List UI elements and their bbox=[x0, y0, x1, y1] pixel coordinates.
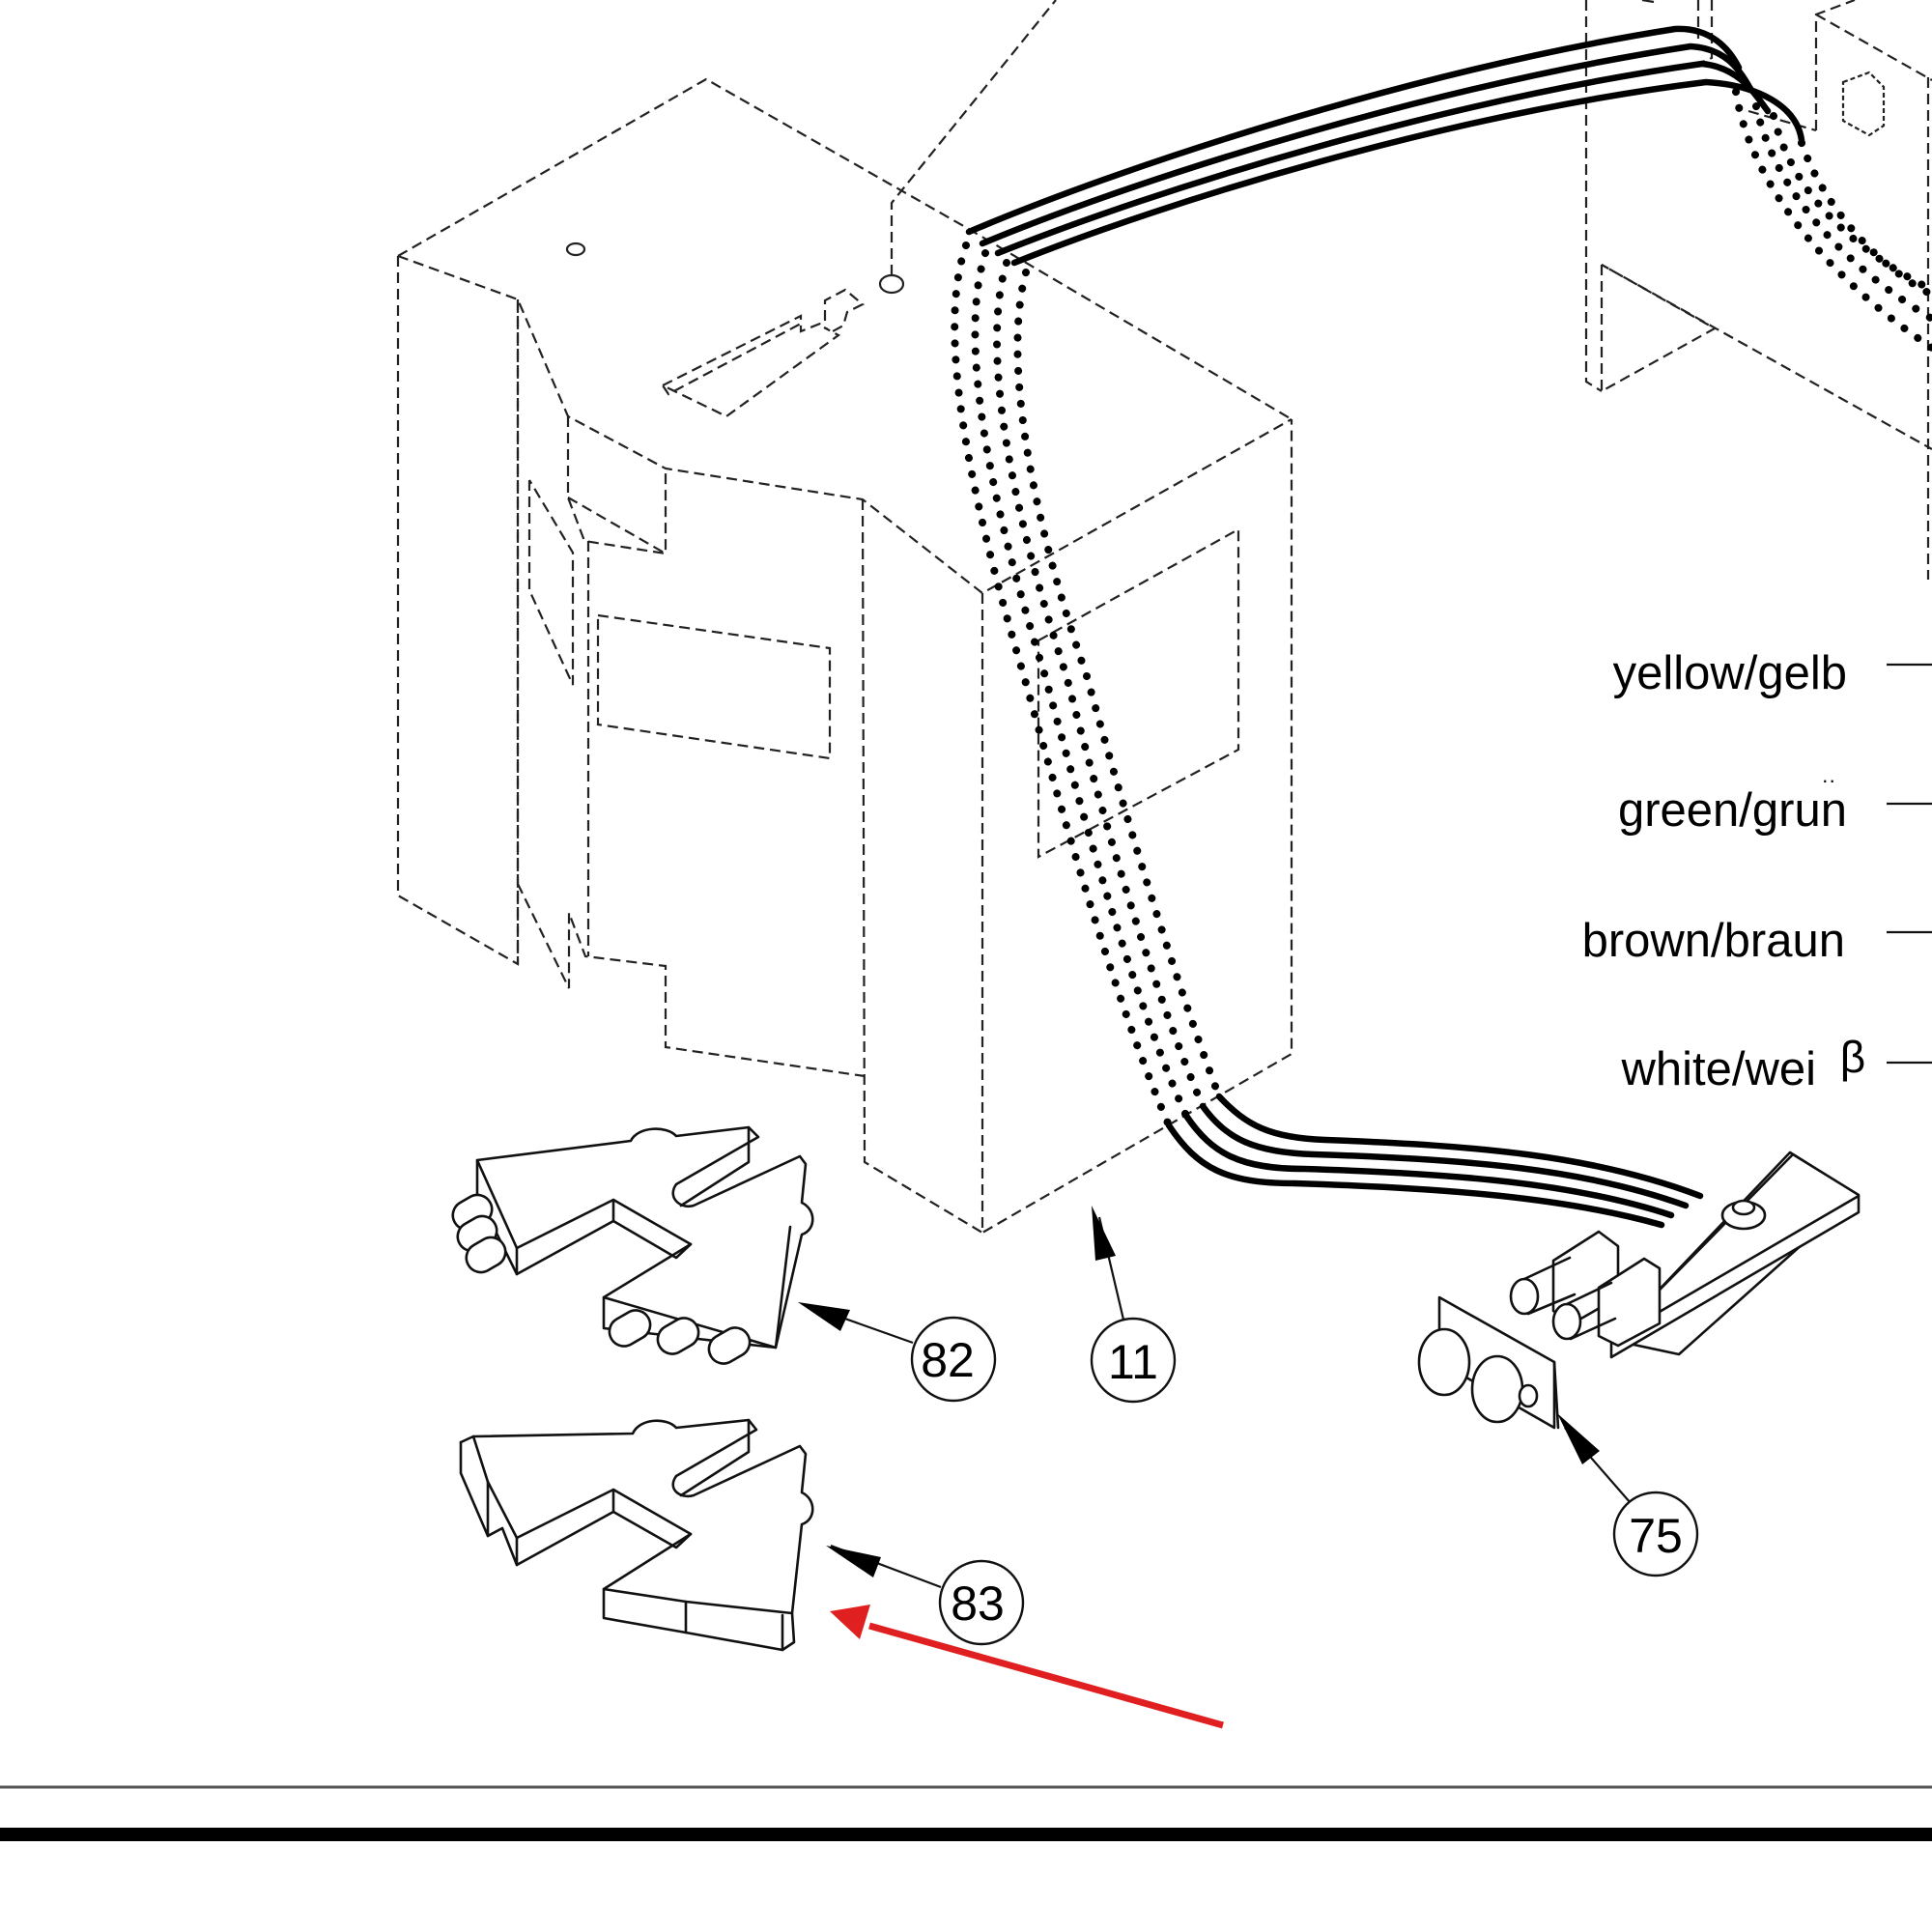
callout-82[interactable]: 82 bbox=[798, 1302, 997, 1403]
sensor-lens-1 bbox=[1509, 1277, 1540, 1316]
callout-83-circle bbox=[938, 1559, 1025, 1646]
highlight-arrow bbox=[830, 1605, 1224, 1729]
housing-window-right bbox=[1037, 527, 1240, 859]
wire-label-green: green/grun bbox=[1618, 784, 1847, 837]
panel-connector bbox=[1841, 71, 1886, 137]
housing-leader-dashed bbox=[890, 0, 1057, 275]
panel-triangle bbox=[1600, 264, 1932, 450]
part83-edge-5 bbox=[611, 1510, 693, 1549]
housing-step-line bbox=[567, 497, 667, 554]
housing-outline bbox=[396, 0, 1293, 1235]
callout-83-arrowhead bbox=[826, 1546, 881, 1577]
sensor-lens-1-bottom bbox=[1526, 1293, 1577, 1316]
cable-bundle bbox=[951, 25, 1932, 1229]
part83-edge-2 bbox=[459, 1435, 475, 1444]
housing-left-panel bbox=[396, 256, 520, 966]
wire-top-2 bbox=[979, 43, 1754, 247]
wire-hidden-right-1 bbox=[1732, 88, 1932, 352]
callout-83-number: 83 bbox=[951, 1577, 1005, 1631]
part82-edge-4 bbox=[679, 1125, 751, 1208]
part83-edge-7 bbox=[602, 1587, 688, 1634]
wire-top-4 bbox=[1010, 78, 1805, 267]
housing-window-left bbox=[596, 613, 832, 760]
sensor-nut-inner bbox=[1731, 1199, 1756, 1216]
housing-left-slot bbox=[527, 479, 575, 686]
part83-edge-1 bbox=[459, 1440, 490, 1538]
wire-hidden-3 bbox=[993, 259, 1207, 1110]
callout-75-number: 75 bbox=[1629, 1509, 1683, 1563]
wire-hidden-right-2 bbox=[1752, 102, 1932, 323]
callout-11-number: 11 bbox=[1108, 1335, 1158, 1389]
callout-82-arrowhead bbox=[798, 1302, 850, 1331]
part82-roller-3 bbox=[465, 1236, 507, 1274]
callout-75-arrowhead bbox=[1557, 1413, 1600, 1464]
eszett-glyph: β bbox=[1840, 1032, 1865, 1082]
wire-hidden-4 bbox=[1013, 269, 1223, 1100]
callout-82-circle bbox=[910, 1316, 997, 1403]
callout-82-number: 82 bbox=[921, 1333, 975, 1387]
housing-top-hole-small bbox=[565, 242, 586, 257]
highlight-arrow-head bbox=[830, 1605, 870, 1639]
sensor-reflector-lens-2 bbox=[1470, 1354, 1524, 1424]
housing-notch-lower bbox=[517, 883, 866, 1078]
wire-bottom-3 bbox=[1199, 1102, 1690, 1209]
wire-hidden-right-4 bbox=[1798, 139, 1932, 298]
wire-top-3 bbox=[994, 60, 1772, 257]
panel-right-box-bottom bbox=[1747, 109, 1817, 132]
part83-edge-3 bbox=[486, 1526, 519, 1567]
part83-edge-8 bbox=[684, 1611, 796, 1652]
callout-11-arrowhead bbox=[1092, 1206, 1116, 1261]
wire-bottom-2 bbox=[1182, 1112, 1675, 1219]
housing-top-slot bbox=[659, 288, 865, 418]
highlight-arrow-shaft bbox=[868, 1622, 1224, 1729]
housing-top-edge bbox=[397, 77, 1293, 420]
panel-right-box bbox=[1814, 0, 1856, 130]
panel-left-edge bbox=[1584, 0, 1603, 392]
part83-edge-6 bbox=[679, 1418, 751, 1497]
housing-front-edge-left bbox=[861, 498, 983, 1234]
sensor-emitter-block-2 bbox=[1597, 1257, 1662, 1348]
guide-part-82 bbox=[451, 1125, 814, 1365]
part82-roller-5 bbox=[656, 1317, 700, 1355]
panel-label-tick bbox=[1641, 0, 1655, 4]
housing-top-hole bbox=[878, 273, 905, 295]
umlaut-dots: ·· bbox=[1822, 768, 1836, 792]
part82-roller-6 bbox=[707, 1326, 752, 1365]
sensor-reflector-edge bbox=[1552, 1360, 1560, 1430]
mounting-panel-outline bbox=[1584, 0, 1932, 580]
sensor-lens-2 bbox=[1551, 1302, 1582, 1341]
callout-11-circle bbox=[1090, 1317, 1177, 1404]
sensor-reflector-led bbox=[1518, 1383, 1539, 1408]
wire-label-yellow: yellow/gelb bbox=[1613, 647, 1847, 699]
part82-edge-3 bbox=[611, 1219, 693, 1260]
wire-color-legend: yellow/gelb green/grun ·· brown/braun wh… bbox=[1582, 647, 1932, 1095]
housing-top-left-notch bbox=[397, 254, 1293, 595]
callout-75-circle bbox=[1612, 1491, 1699, 1577]
part83-body bbox=[471, 1418, 814, 1615]
sensor-reflector-lens-1 bbox=[1417, 1327, 1471, 1397]
wire-label-brown: brown/braun bbox=[1582, 915, 1845, 967]
housing-step-upper bbox=[566, 416, 668, 555]
housing-front-edge-center bbox=[980, 419, 1293, 1235]
callout-75[interactable]: 75 bbox=[1557, 1413, 1699, 1577]
sensor-lens-2-bottom bbox=[1569, 1317, 1617, 1341]
wire-hidden-right-3 bbox=[1770, 112, 1932, 294]
part82-roller-4 bbox=[608, 1309, 652, 1348]
wire-label-white: white/wei bbox=[1620, 1043, 1816, 1095]
wire-bottom-1 bbox=[1165, 1122, 1665, 1229]
wire-hidden-2 bbox=[971, 249, 1190, 1120]
sensor-bracket-plate bbox=[1609, 1152, 1861, 1359]
wire-bottom-4 bbox=[1215, 1093, 1704, 1200]
sensor-lens-2-top bbox=[1565, 1281, 1613, 1306]
part82-body bbox=[475, 1125, 814, 1350]
wire-top-1 bbox=[965, 25, 1743, 236]
panel-right-top bbox=[1815, 14, 1932, 81]
sensor-lens-1-top bbox=[1522, 1256, 1572, 1281]
callout-11[interactable]: 11 bbox=[1090, 1206, 1177, 1404]
light-barrier-sensor bbox=[1417, 1151, 1861, 1430]
callout-83[interactable]: 83 bbox=[826, 1544, 1025, 1646]
guide-part-83 bbox=[459, 1418, 814, 1652]
